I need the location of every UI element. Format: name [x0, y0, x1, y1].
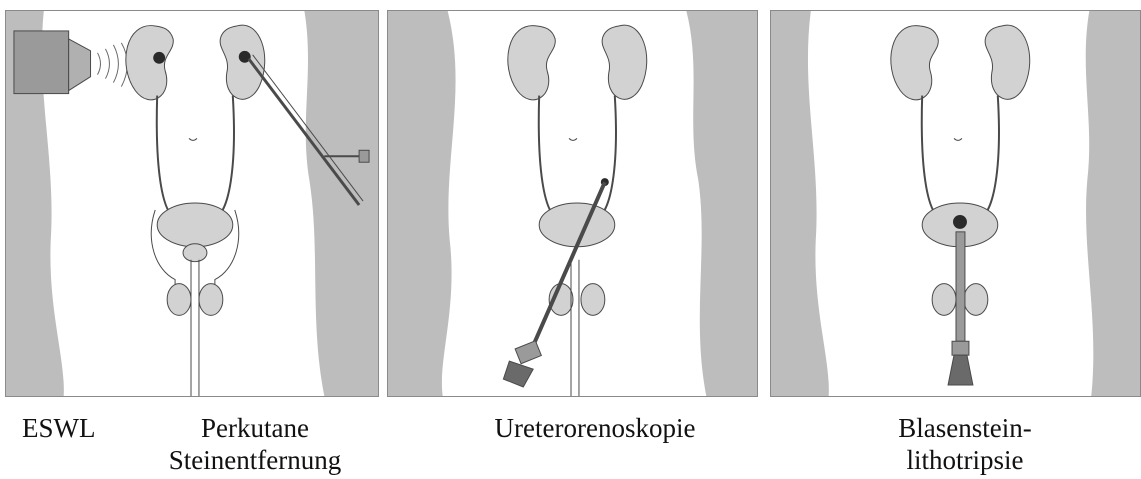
shockwave-generator-icon — [14, 31, 127, 94]
testis — [964, 284, 988, 316]
ureter — [157, 96, 180, 220]
anatomy-drawing-3 — [771, 11, 1140, 396]
stone-icon — [153, 52, 165, 64]
kidney-icon — [508, 26, 555, 100]
navel — [189, 138, 197, 140]
kidney-icon — [891, 26, 938, 100]
body-flank-right — [304, 11, 378, 396]
body-flank-right — [1086, 11, 1140, 396]
ureter — [539, 96, 562, 220]
anatomy-drawing-1 — [6, 11, 378, 396]
body-flank-left — [388, 11, 456, 396]
navel — [569, 138, 577, 140]
body-flank-left — [771, 11, 829, 396]
bladder — [539, 203, 615, 247]
urethra — [571, 260, 579, 396]
urethra — [191, 260, 199, 396]
stone-icon — [953, 215, 967, 229]
testis — [199, 284, 223, 316]
kidney-icon — [985, 25, 1030, 99]
body-flank-right — [686, 11, 757, 396]
panel-bladder-lithotripsy — [770, 10, 1141, 397]
caption-percutaneous-line2: Steinentfernung — [155, 444, 355, 476]
testis — [581, 284, 605, 316]
ureter — [210, 96, 234, 220]
caption-bladder-line2: lithotripsie — [840, 444, 1090, 476]
prostate — [183, 244, 207, 262]
ureter — [975, 96, 999, 220]
anatomy-drawing-2 — [388, 11, 757, 396]
caption-percutaneous-line1: Perkutane — [155, 412, 355, 444]
testis — [167, 284, 191, 316]
kidney-icon — [126, 26, 173, 100]
bladder — [157, 203, 233, 247]
caption-bladder-line1: Blasenstein- — [840, 412, 1090, 444]
navel — [954, 138, 962, 140]
testis — [932, 284, 956, 316]
caption-ureteroscopy: Ureterorenoskopie — [470, 412, 720, 444]
caption-eswl: ESWL — [22, 412, 96, 444]
ureter — [922, 96, 945, 220]
panel-ureteroscopy — [387, 10, 758, 397]
kidney-icon — [602, 25, 647, 99]
panel-eswl-percutaneous — [5, 10, 379, 397]
